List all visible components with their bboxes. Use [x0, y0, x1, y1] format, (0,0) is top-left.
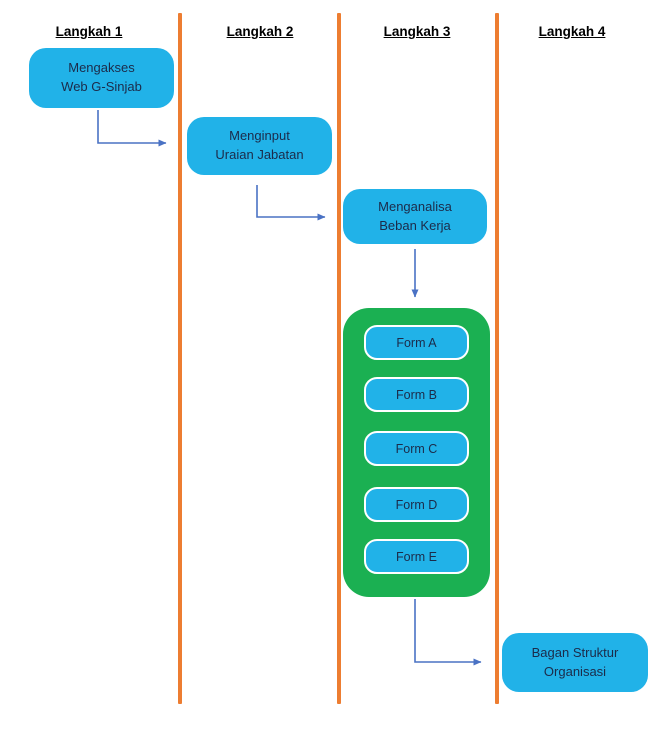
arrow-step2-to-step3 [256, 185, 326, 221]
arrow-step1-to-step2 [97, 110, 167, 147]
form-c-box: Form C [364, 431, 469, 466]
lane-divider-1 [178, 13, 182, 704]
form-a-box: Form A [364, 325, 469, 360]
arrow-forms-to-step4 [414, 599, 482, 666]
lane-header-langkah-2: Langkah 2 [226, 24, 294, 39]
lane-divider-3 [495, 13, 499, 704]
forms-group-container: Form A Form B Form C Form D Form E [343, 308, 490, 597]
step-box-menganalisa-beban: Menganalisa Beban Kerja [343, 189, 487, 244]
lane-header-langkah-1: Langkah 1 [55, 24, 123, 39]
form-e-box: Form E [364, 539, 469, 574]
step-box-bagan-struktur: Bagan Struktur Organisasi [502, 633, 648, 692]
form-b-box: Form B [364, 377, 469, 412]
form-d-box: Form D [364, 487, 469, 522]
lane-header-langkah-4: Langkah 4 [538, 24, 606, 39]
step-box-mengakses-web: Mengakses Web G-Sinjab [29, 48, 174, 108]
lane-header-langkah-3: Langkah 3 [383, 24, 451, 39]
lane-divider-2 [337, 13, 341, 704]
step-box-menginput-uraian: Menginput Uraian Jabatan [187, 117, 332, 175]
